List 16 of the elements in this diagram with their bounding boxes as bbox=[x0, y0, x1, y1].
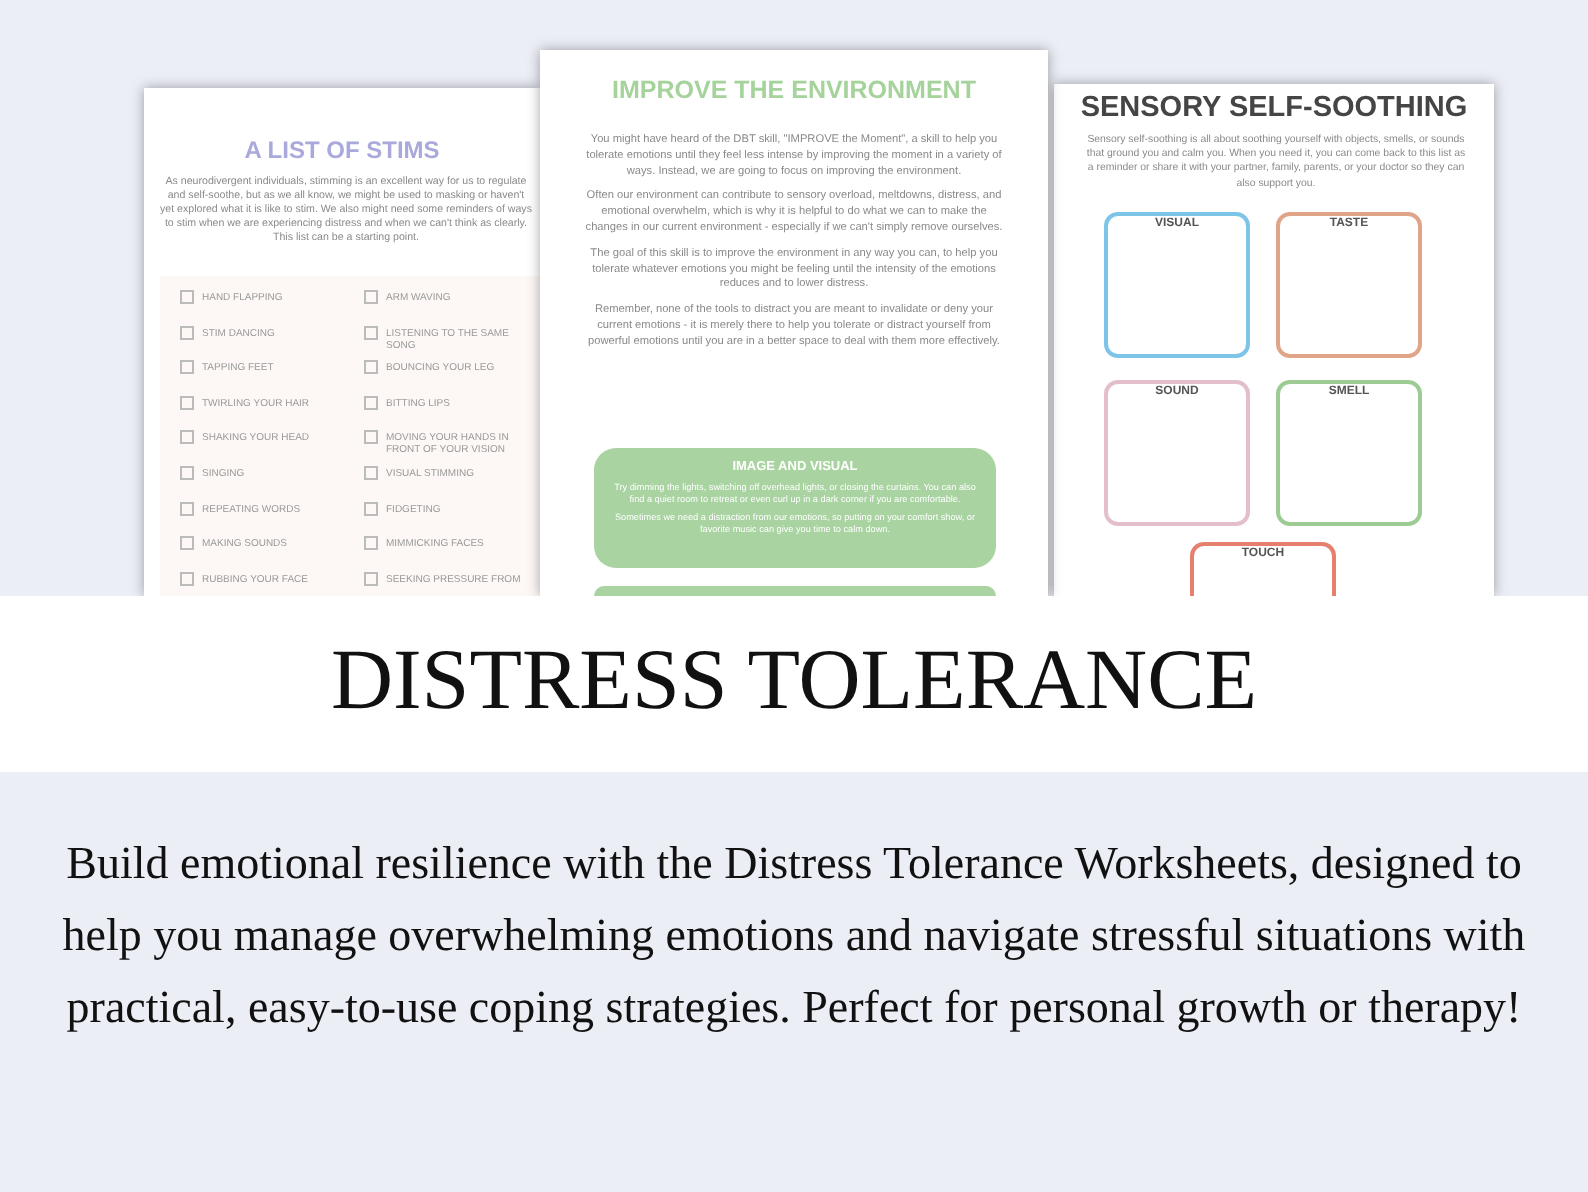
sense-box bbox=[1276, 212, 1422, 358]
info-card bbox=[594, 586, 996, 596]
sense-box bbox=[1276, 380, 1422, 526]
page-title: SENSORY SELF-SOOTHING bbox=[1078, 92, 1470, 124]
info-card bbox=[594, 448, 996, 568]
sense-box bbox=[1104, 212, 1250, 358]
worksheet-page bbox=[144, 88, 540, 596]
worksheet-page bbox=[540, 50, 1048, 596]
worksheet-page bbox=[1054, 84, 1494, 596]
description-text: Build emotional resilience with the Distress Tolerance Worksheets, designed to help you manage overwhelming emotions and navigate stressful situations with practical, easy-to-use coping strategies. Perfect for personal growth or therapy! bbox=[60, 836, 1528, 1036]
page-title: IMPROVE THE ENVIRONMENT bbox=[610, 76, 978, 104]
checklist-panel bbox=[160, 276, 540, 596]
sense-box bbox=[1190, 542, 1336, 596]
main-title: DISTRESS TOLERANCE bbox=[328, 632, 1260, 732]
page-title: A LIST OF STIMS bbox=[242, 136, 442, 164]
sense-box bbox=[1104, 380, 1250, 526]
